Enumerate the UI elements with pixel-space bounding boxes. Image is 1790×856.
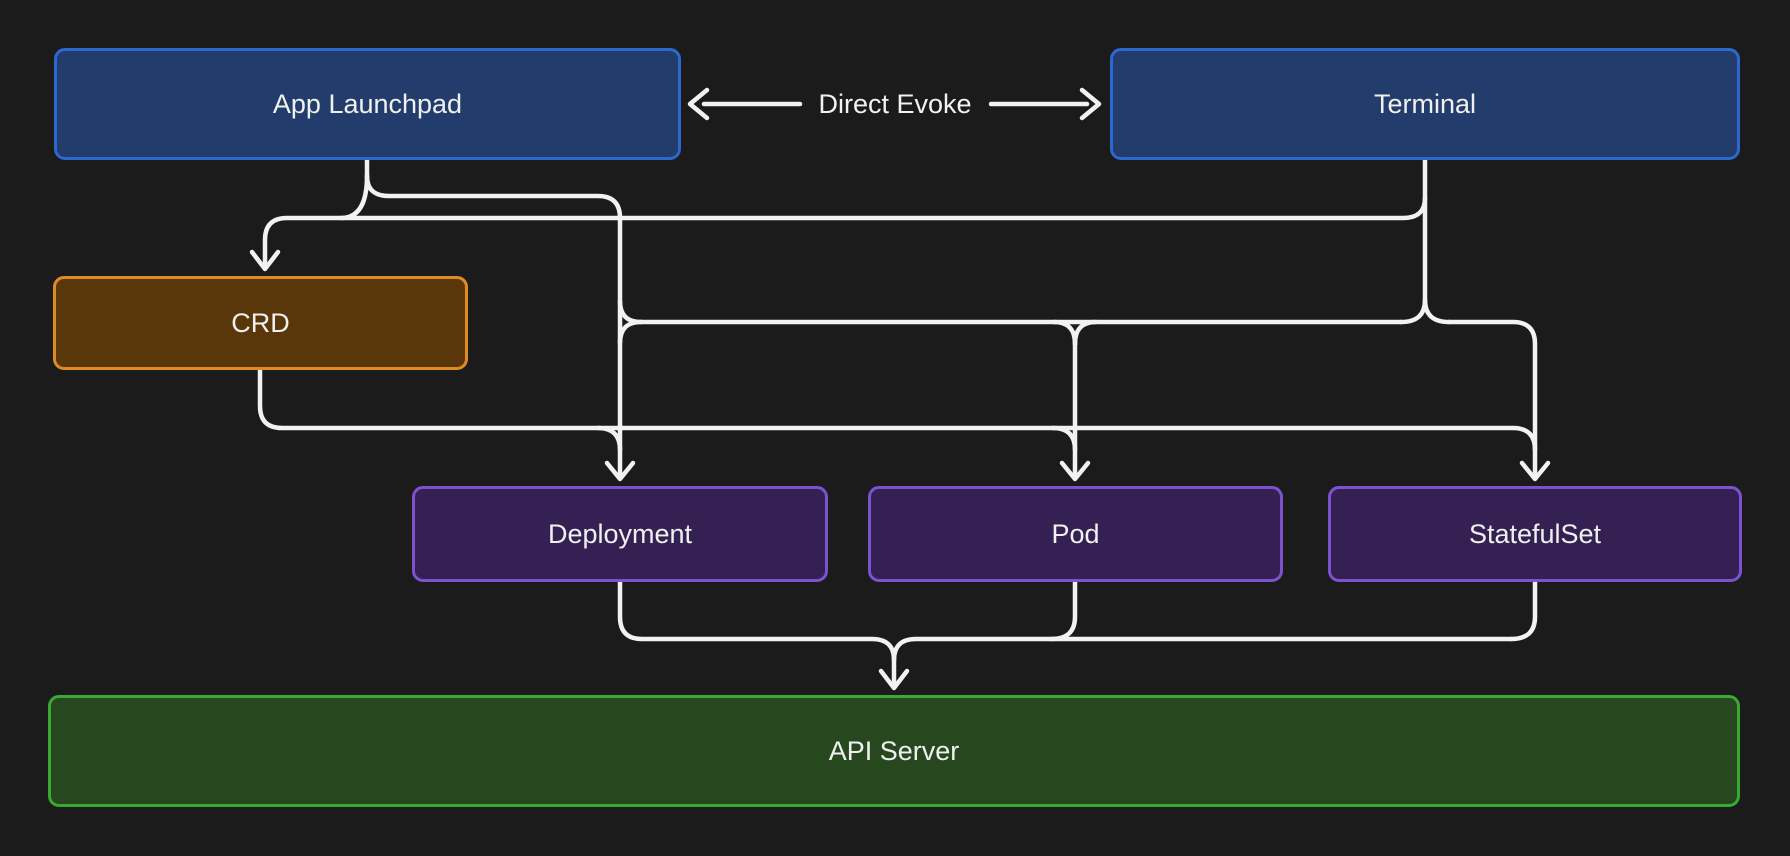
arrowhead-pod-icon: [1059, 460, 1091, 482]
node-pod: Pod: [868, 486, 1283, 582]
deployment-stub: [617, 579, 897, 663]
arrowhead-apiserver-icon: [878, 668, 910, 691]
node-deployment: Deployment: [412, 486, 828, 582]
statefulset-branch: [1446, 319, 1538, 481]
applaunchpad-right-branch: [364, 173, 623, 481]
edge-terminal-distribution: [617, 158, 1551, 482]
trunk-merge-lower-fillet: [617, 319, 644, 346]
terminal-split-right: [1422, 297, 1452, 325]
applaunchpad-left-branch: [338, 173, 370, 221]
crd-distribution-trunk: [257, 367, 1538, 453]
trunk-merge-upper-fillet: [617, 298, 644, 325]
node-deployment-label: Deployment: [547, 518, 693, 549]
arrowhead-left-icon: [687, 87, 710, 121]
terminal-split-left: [1398, 297, 1428, 325]
node-pod-label: Pod: [1051, 518, 1100, 549]
node-api-server: API Server: [48, 695, 1740, 807]
node-statefulset-label: StatefulSet: [1468, 518, 1602, 549]
node-statefulset: StatefulSet: [1328, 486, 1742, 582]
node-terminal-label: Terminal: [1373, 88, 1477, 119]
statefulset-stub: [1508, 579, 1538, 642]
pod-branch-right-fillet: [1072, 319, 1099, 347]
arrowhead-right-icon: [1079, 87, 1102, 121]
arrowhead-crd-icon: [249, 249, 281, 272]
apiserver-trunk-right: [891, 636, 1514, 663]
node-crd: CRD: [53, 276, 468, 370]
edge-to-apiserver: [617, 579, 1538, 691]
node-crd-label: CRD: [231, 307, 290, 338]
node-app-launchpad-label: App Launchpad: [272, 88, 463, 119]
edge-applaunchpad-terminal: [687, 87, 1102, 121]
crd-merge-deployment-fillet: [595, 425, 623, 453]
node-api-server-label: API Server: [828, 735, 960, 766]
arrowhead-deployment-icon: [604, 460, 636, 482]
pod-stub: [1048, 579, 1078, 642]
edge-label-direct-evoke: Direct Evoke: [818, 89, 972, 119]
crd-merge-pod-fillet: [1050, 425, 1078, 453]
node-app-launchpad: App Launchpad: [54, 48, 681, 160]
pod-branch-left-fillet: [1051, 319, 1078, 347]
edge-crd-distribution: [257, 367, 1538, 453]
arrowhead-statefulset-icon: [1519, 460, 1551, 482]
node-terminal: Terminal: [1110, 48, 1740, 160]
edge-to-crd: [249, 195, 1428, 272]
crd-trunk: [262, 195, 1428, 271]
